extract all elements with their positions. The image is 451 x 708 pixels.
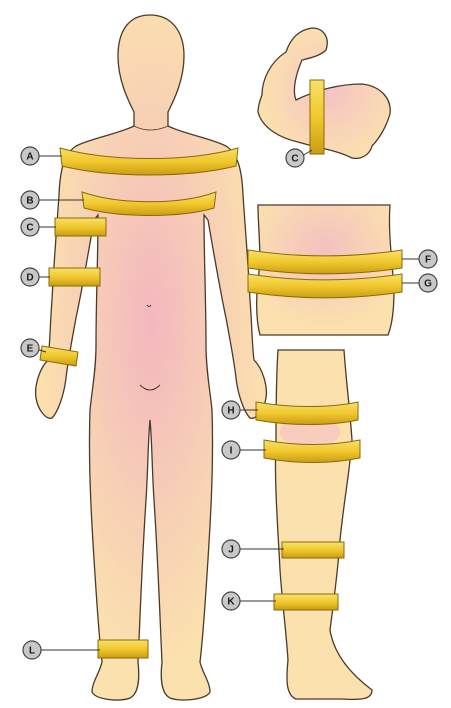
label-j-text: J — [228, 545, 234, 556]
label-c-arm: C — [286, 149, 304, 167]
label-j: J — [222, 540, 240, 558]
tape-measure-calf — [282, 542, 344, 558]
label-e-text: E — [27, 344, 34, 355]
tape-measure-lower-leg — [274, 594, 338, 610]
label-c-body-text: C — [26, 223, 33, 234]
label-d: D — [21, 268, 39, 286]
label-e: E — [21, 339, 39, 357]
label-h-text: H — [227, 406, 234, 417]
tape-measure-forearm — [49, 268, 100, 286]
label-l: L — [23, 641, 41, 659]
label-g: G — [419, 274, 437, 292]
tape-measure-biceps — [310, 80, 324, 154]
label-a-text: A — [26, 152, 33, 163]
label-h: H — [222, 401, 240, 419]
label-i: I — [222, 441, 240, 459]
label-g-text: G — [424, 279, 432, 290]
label-i-text: I — [230, 446, 233, 457]
label-d-text: D — [26, 273, 33, 284]
label-k-text: K — [227, 597, 235, 608]
label-a: A — [21, 147, 39, 165]
tape-measure-ankle — [98, 640, 148, 658]
tape-measure-upper-arm — [55, 218, 106, 236]
label-l-text: L — [29, 646, 35, 657]
label-b-text: B — [26, 196, 33, 207]
label-b: B — [21, 191, 39, 209]
label-c-body: C — [21, 218, 39, 236]
label-c-arm-text: C — [291, 154, 298, 165]
label-f-text: F — [425, 255, 431, 266]
label-f: F — [419, 250, 437, 268]
label-k: K — [222, 592, 240, 610]
